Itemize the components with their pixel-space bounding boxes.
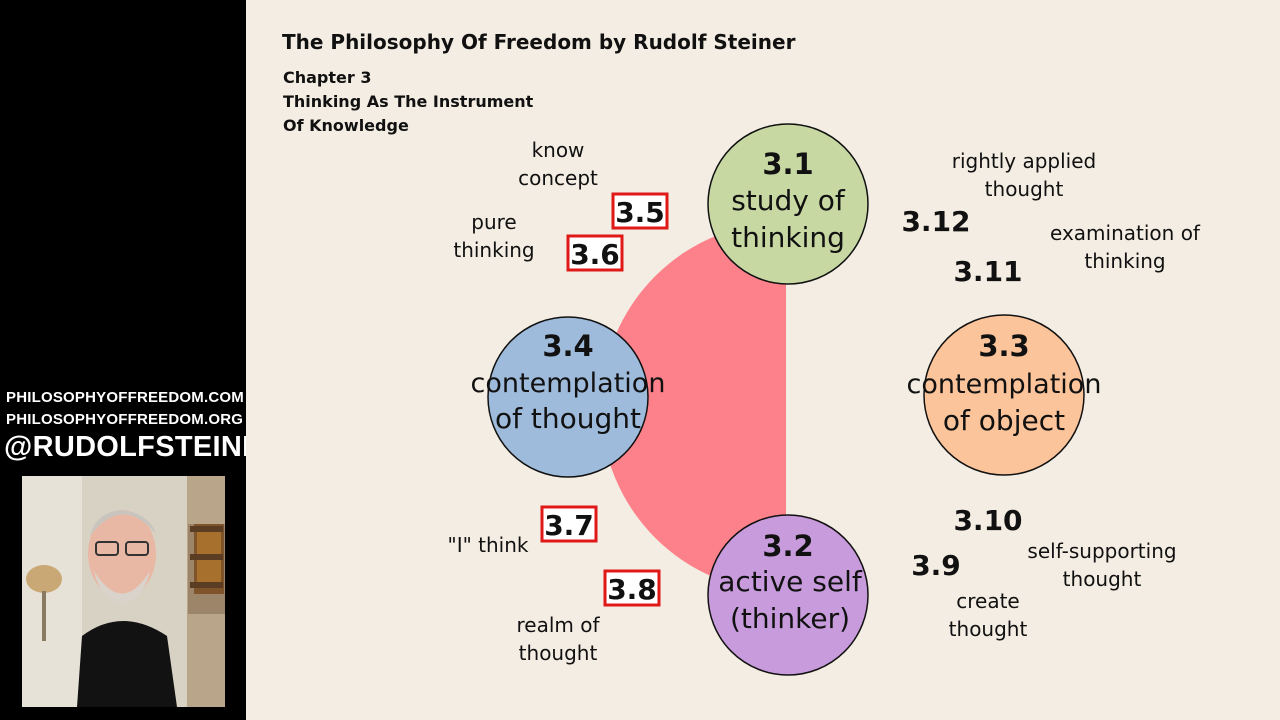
number-3-12: 3.12	[901, 205, 970, 238]
website-com: PHILOSOPHYOFFREEDOM.COM	[6, 389, 244, 406]
boxed-3-5: 3.5	[611, 192, 669, 230]
circle-3-1-line2: thinking	[731, 221, 845, 254]
website-org: PHILOSOPHYOFFREEDOM.ORG	[6, 411, 244, 428]
label-thought-1: thought	[985, 177, 1064, 201]
label-rightly-applied: rightly applied	[952, 149, 1097, 173]
label-thought-2: thought	[519, 641, 598, 665]
label-self-supporting: self-supporting	[1027, 539, 1176, 563]
label-thought-4: thought	[949, 617, 1028, 641]
number-3-6: 3.6	[570, 238, 620, 271]
circle-3-2-line2: (thinker)	[730, 602, 850, 635]
number-3-8: 3.8	[607, 573, 657, 606]
circle-3-1: 3.1 study of thinking	[707, 123, 869, 285]
label-examination-of: examination of	[1050, 221, 1201, 245]
label-know: know	[532, 138, 585, 162]
label-thinking: thinking	[453, 238, 534, 262]
chapter-title-line1: Thinking As The Instrument	[283, 92, 534, 111]
circle-3-4-line2: of thought	[495, 402, 641, 435]
boxed-3-8: 3.8	[603, 569, 661, 607]
slide-title: The Philosophy Of Freedom by Rudolf Stei…	[282, 30, 796, 54]
number-3-9: 3.9	[911, 549, 961, 582]
chapter-number: Chapter 3	[283, 68, 372, 87]
label-i-think: "I" think	[448, 533, 529, 557]
boxed-3-6: 3.6	[566, 234, 624, 272]
circle-3-1-number: 3.1	[762, 147, 813, 181]
boxed-3-7: 3.7	[540, 505, 598, 543]
number-3-11: 3.11	[953, 255, 1022, 288]
label-realm-of: realm of	[516, 613, 600, 637]
circle-3-2-line1: active self	[718, 565, 863, 598]
label-pure: pure	[471, 210, 516, 234]
presenter-webcam	[22, 476, 225, 707]
number-3-5: 3.5	[615, 196, 665, 229]
circle-3-2-number: 3.2	[762, 529, 813, 563]
chapter-title-line2: Of Knowledge	[283, 116, 409, 135]
circle-3-1-line1: study of	[731, 184, 846, 217]
half-disc	[601, 222, 786, 592]
circle-3-3-line2: of object	[943, 404, 1065, 437]
circle-3-3-number: 3.3	[978, 329, 1029, 363]
number-3-7: 3.7	[544, 509, 594, 542]
circle-3-3-line1: contemplation	[907, 369, 1102, 400]
circle-3-3: 3.3 contemplation of object	[907, 314, 1102, 476]
label-concept: concept	[518, 166, 598, 190]
number-3-10: 3.10	[953, 504, 1022, 537]
label-thinking-2: thinking	[1084, 249, 1165, 273]
label-thought-3: thought	[1063, 567, 1142, 591]
circle-3-4: 3.4 contemplation of thought	[471, 316, 666, 478]
label-create: create	[956, 589, 1020, 613]
circle-3-4-number: 3.4	[542, 329, 593, 363]
social-handle: @RUDOLFSTEINER	[4, 431, 283, 463]
sidebar: PHILOSOPHYOFFREEDOM.COM PHILOSOPHYOFFREE…	[0, 0, 283, 720]
circle-3-2: 3.2 active self (thinker)	[707, 514, 869, 676]
circle-3-4-line1: contemplation	[471, 368, 666, 399]
